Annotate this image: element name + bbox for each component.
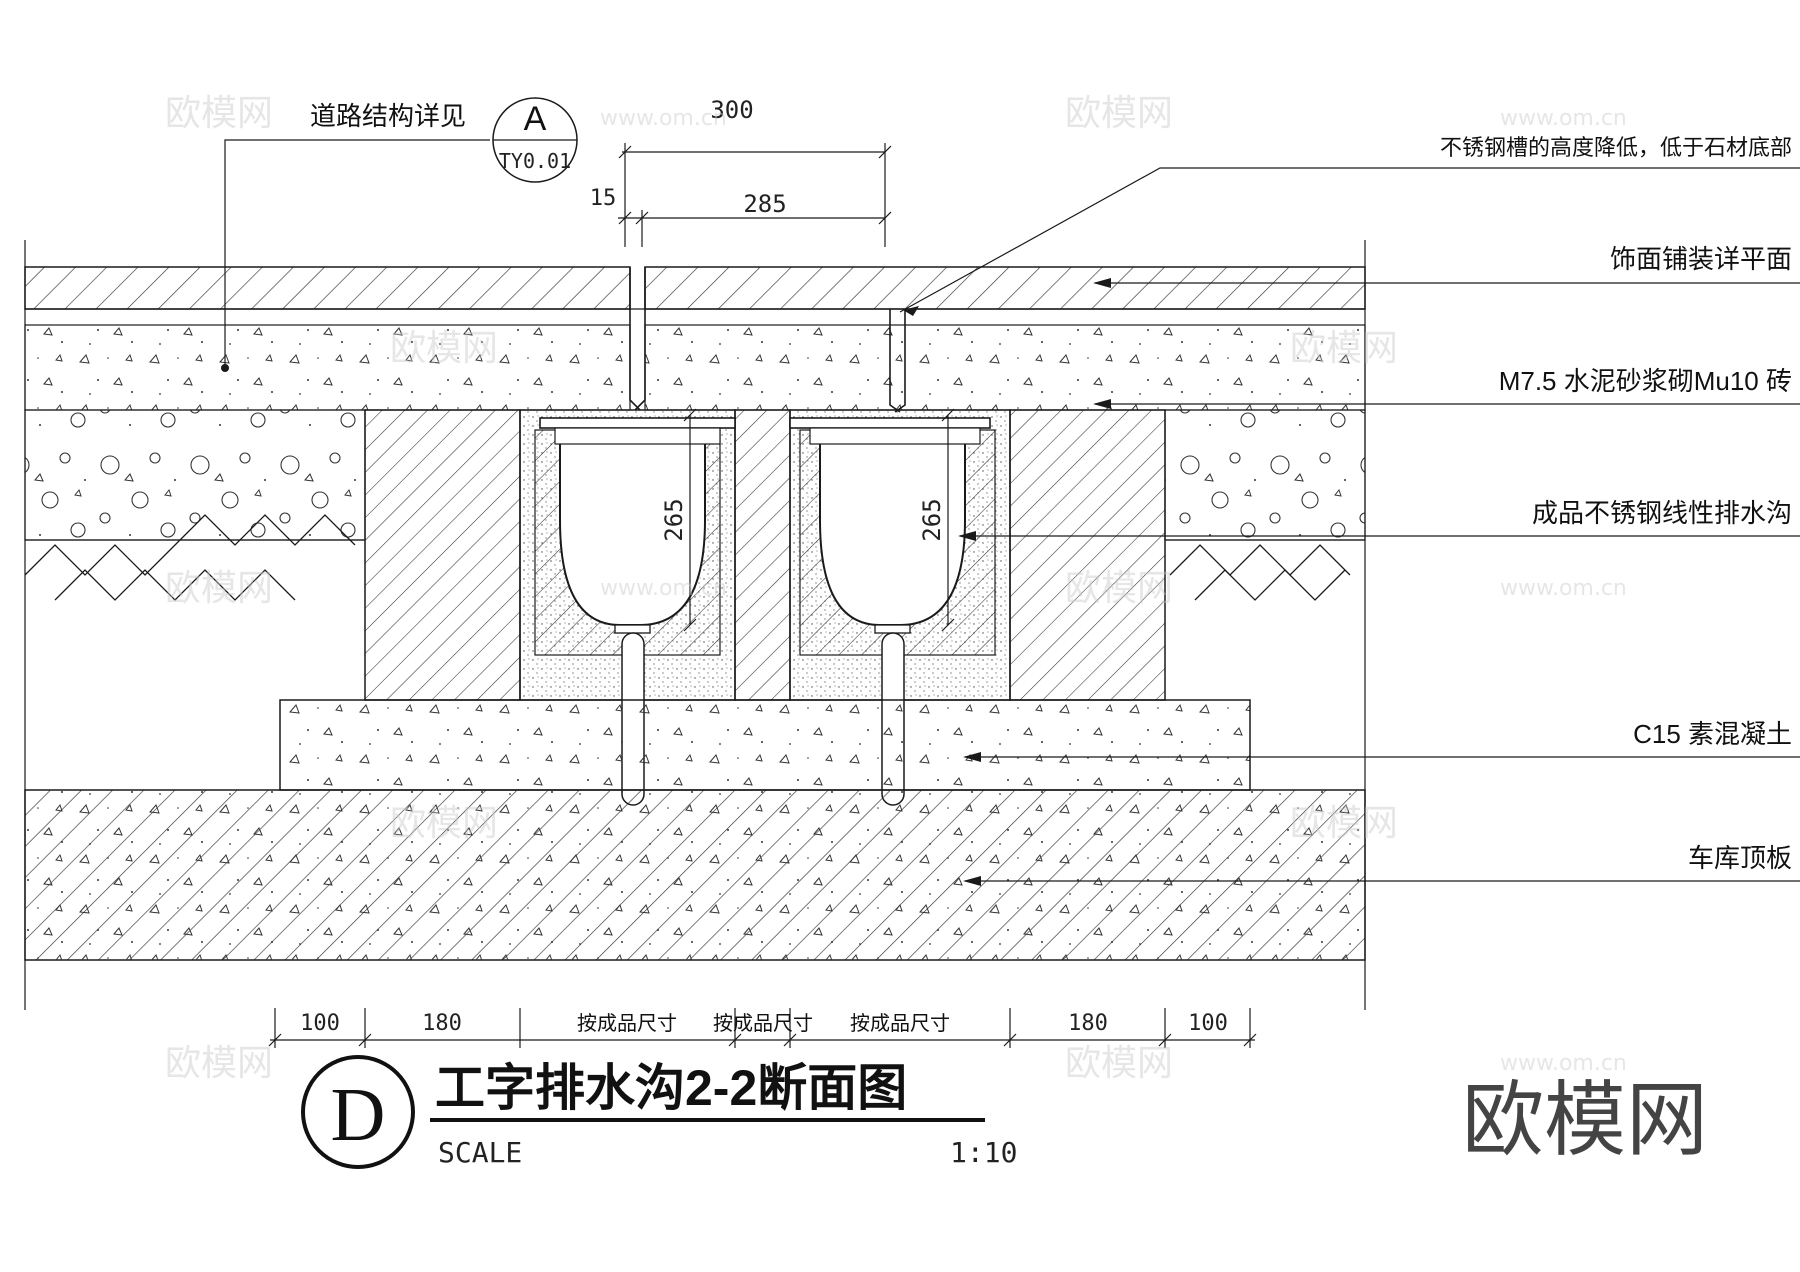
callout-mortar-brick: M7.5 水泥砂浆砌Mu10 砖 [1499, 366, 1792, 396]
reference-symbol [492, 97, 578, 183]
callout-steel-slot: 不锈钢槽的高度降低，低于石材底部 [1440, 135, 1792, 160]
bottom-dimension-labels: 100 180 按成品尺寸 按成品尺寸 按成品尺寸 180 100 [300, 1011, 1228, 1036]
watermark-logo: 欧模网 [165, 568, 273, 609]
callout-finish-paving: 饰面铺装详平面 [1610, 244, 1792, 274]
dimension-lines [268, 143, 1257, 1048]
watermarks: 欧模网 www.om.cn 欧模网 www.om.cn 欧模网 欧模网 欧模网 … [165, 93, 1627, 1084]
dim-bottom-5: 按成品尺寸 [850, 1012, 950, 1035]
scale-value: 1:10 [950, 1136, 1017, 1169]
watermark-logo: 欧模网 [1290, 803, 1398, 844]
dim-bottom-3: 按成品尺寸 [577, 1012, 677, 1035]
reference-note: 道路结构详见 [310, 101, 466, 131]
dim-bottom-1: 100 [300, 1011, 340, 1036]
watermark-logo: 欧模网 [390, 803, 498, 844]
watermark-site: www.om.cn [1500, 106, 1627, 131]
dim-top-gap: 15 [590, 186, 617, 211]
steel-slot [629, 267, 906, 413]
drawing-title: 工字排水沟2-2断面图 [435, 1060, 907, 1116]
leader-arrows [221, 278, 1111, 886]
title-block [301, 1055, 985, 1169]
dim-bottom-6: 180 [1068, 1011, 1108, 1036]
callout-linear-drain: 成品不锈钢线性排水沟 [1532, 498, 1792, 528]
layer-c15-concrete [279, 699, 1251, 791]
watermark-site: www.om.cn [1500, 576, 1627, 601]
brand-logo: 欧模网 [1462, 1075, 1708, 1166]
layer-finish-paving [24, 266, 1366, 310]
callout-c15-concrete: C15 素混凝土 [1633, 719, 1792, 749]
dim-top-total: 300 [710, 96, 753, 124]
reference-symbol-sheet: TY0.01 [499, 149, 571, 173]
dim-depth-left: 265 [660, 498, 688, 541]
dim-bottom-4: 按成品尺寸 [713, 1012, 813, 1035]
dim-bottom-7: 100 [1188, 1011, 1228, 1036]
dim-depth-right: 265 [918, 498, 946, 541]
layer-garage-roof-aggregate [25, 790, 1365, 960]
dim-bottom-2: 180 [422, 1011, 462, 1036]
watermark-logo: 欧模网 [1065, 1043, 1173, 1084]
dim-top-inner: 285 [743, 190, 786, 218]
watermark-logo: 欧模网 [165, 93, 273, 134]
brick-walls [364, 409, 1166, 701]
leader-lines [224, 139, 1800, 882]
watermark-site: www.om.cn [1500, 1051, 1627, 1076]
callout-garage-roof: 车库顶板 [1688, 843, 1792, 873]
detail-letter: D [331, 1073, 386, 1157]
watermark-logo: 欧模网 [1290, 328, 1398, 369]
layer-compacted-soil [24, 514, 1365, 601]
watermark-logo: 欧模网 [1065, 93, 1173, 134]
callout-labels: 不锈钢槽的高度降低，低于石材底部 饰面铺装详平面 M7.5 水泥砂浆砌Mu10 … [1440, 135, 1792, 873]
watermark-site: www.om.cn [600, 576, 727, 601]
watermark-logo: 欧模网 [1065, 568, 1173, 609]
reference-symbol-letter: A [524, 100, 547, 138]
scale-label: SCALE [438, 1136, 522, 1169]
watermark-logo: 欧模网 [165, 1043, 273, 1084]
watermark-site: www.om.cn [600, 106, 727, 131]
watermark-logo: 欧模网 [390, 328, 498, 369]
